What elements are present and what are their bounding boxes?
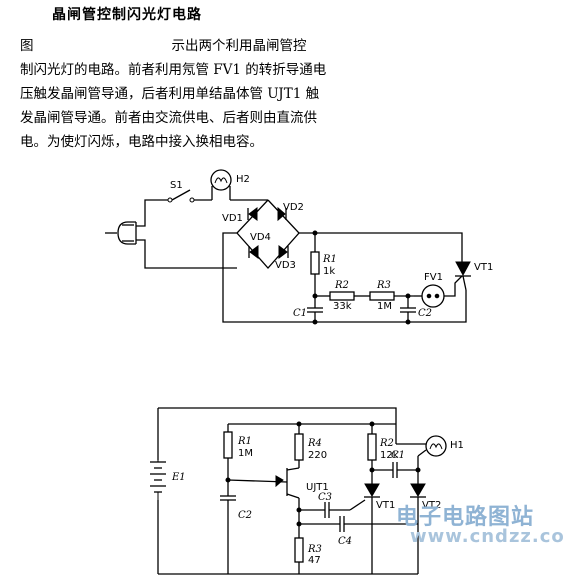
bridge-rectifier: VD1 VD2 VD4 VD3 <box>222 199 304 271</box>
paragraph-fig-ref: 图 <box>20 38 34 54</box>
battery-e1: E1 <box>150 460 186 500</box>
resistor-r1-c2: R1 1M <box>223 431 253 496</box>
resistor-r4: R4 220 <box>294 424 327 468</box>
ujt1-label: UJT1 <box>306 482 329 493</box>
fv1-label: FV1 <box>424 272 443 283</box>
c2-label-c2: C2 <box>238 510 252 521</box>
capacitor-c1-c2: C1 <box>372 450 418 478</box>
lamp-h2: H2 <box>210 169 250 200</box>
neon-tube-fv1: FV1 <box>414 272 463 308</box>
paragraph-line-3: 压触发晶闸管导通，后者利用单结晶体管 UJT1 触 <box>20 86 320 102</box>
r2-value-c2: 12k <box>380 450 399 461</box>
r3-value: 1M <box>377 301 392 312</box>
h1-label: H1 <box>450 440 464 451</box>
c4-label: C4 <box>338 536 352 547</box>
circuit-1: S1 H2 <box>105 169 493 325</box>
description-paragraph: 图 示出两个利用晶闸管控 制闪光灯的电路。前者利用氖管 FV1 的转折导通电 压触… <box>20 34 360 154</box>
capacitor-c4: C4 <box>299 516 418 547</box>
s1-label: S1 <box>170 180 183 191</box>
h2-label: H2 <box>236 174 250 185</box>
capacitor-c3: C3 <box>299 492 350 518</box>
vd4-label: VD4 <box>250 232 271 243</box>
paragraph-line-5: 电。为使灯闪烁，电路中接入换相电容。 <box>20 134 263 150</box>
watermark-url: www.cndzz.com <box>410 526 566 547</box>
vt1-label: VT1 <box>474 262 493 273</box>
page-title: 晶闸管控制闪光灯电路 <box>52 7 202 23</box>
c1-label-c2: C1 <box>391 450 405 461</box>
ujt-ujt1: UJT1 <box>227 467 329 510</box>
circuit-2: E1 R1 1M C2 <box>150 407 464 575</box>
thyristor-vt1: VT1 <box>455 261 493 291</box>
vd2-label: VD2 <box>283 202 304 213</box>
r3-name-c2: R3 <box>307 544 322 555</box>
c3-label: C3 <box>318 492 332 503</box>
r4-value: 220 <box>308 450 327 461</box>
capacitor-c2-c2: C2 <box>220 495 252 574</box>
ac-plug-icon <box>105 221 137 245</box>
paragraph-line-2: 制闪光灯的电路。前者利用氖管 FV1 的转折导通电 <box>20 62 327 78</box>
paragraph-line-1: 图 示出两个利用晶闸管控 <box>20 34 360 58</box>
vd3-label: VD3 <box>275 260 296 271</box>
resistor-r1: R1 1k <box>310 233 337 296</box>
resistor-r2: R2 33k <box>315 280 370 312</box>
r2-name-c2: R2 <box>379 438 394 449</box>
r1-value-c2: 1M <box>238 448 253 459</box>
resistor-r3: R3 1M <box>369 280 414 312</box>
r1-name: R1 <box>322 254 337 265</box>
r1-name-c2: R1 <box>237 436 252 447</box>
vt2-label: VT2 <box>422 500 441 511</box>
switch-s1: S1 <box>167 180 195 203</box>
paragraph-line-4: 发晶闸管导通。前者由交流供电、后者则由直流供 <box>20 110 317 126</box>
r4-name: R4 <box>307 438 322 449</box>
r1-value: 1k <box>323 266 335 277</box>
capacitor-c2: C2 <box>400 296 432 322</box>
vd1-label: VD1 <box>222 213 243 224</box>
thyristor-vt1-c2: VT1 <box>349 480 395 574</box>
thyristor-vt2: VT2 <box>410 470 441 574</box>
r2-value: 33k <box>333 301 352 312</box>
watermark-title: 电子电路图站 <box>396 505 535 530</box>
resistor-r3-c2: R3 47 <box>294 510 322 574</box>
paragraph-line-1-text: 示出两个利用晶闸管控 <box>171 38 307 54</box>
lamp-h1: H1 <box>395 424 464 470</box>
c1-label: C1 <box>293 308 307 319</box>
e1-label: E1 <box>171 472 186 483</box>
capacitor-c1: C1 <box>293 296 323 322</box>
r3-value-c2: 47 <box>308 555 321 566</box>
c2-label: C2 <box>418 308 432 319</box>
r3-name: R3 <box>376 280 391 291</box>
vt1-label-c2: VT1 <box>376 500 395 511</box>
r2-name: R2 <box>334 280 349 291</box>
